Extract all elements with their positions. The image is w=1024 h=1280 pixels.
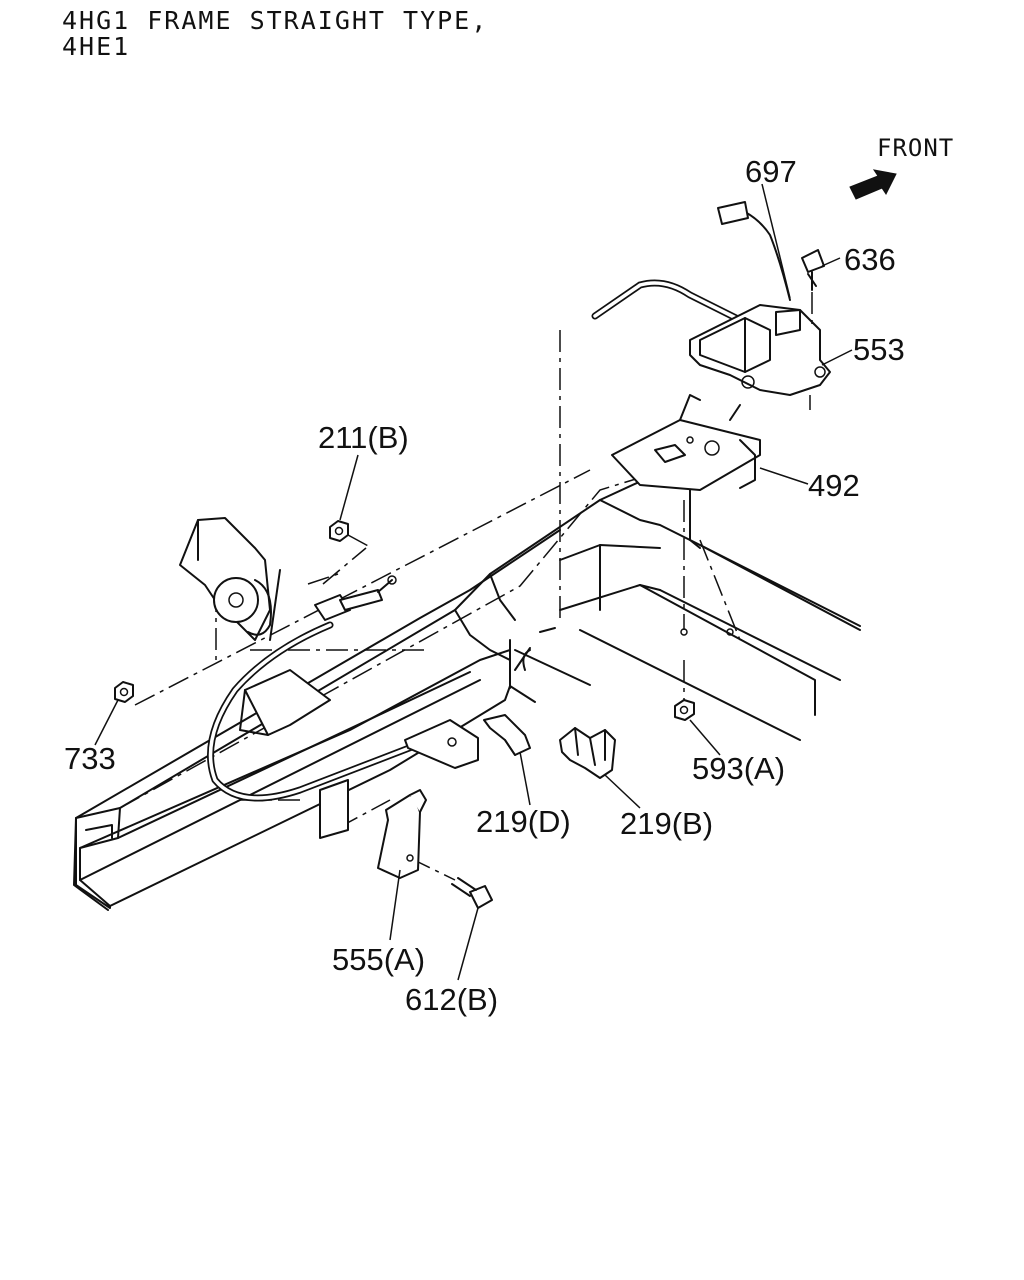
clip-219d: [483, 714, 531, 756]
callout-492: 492: [808, 468, 860, 503]
arrow-icon: [849, 169, 897, 200]
control-cable: [207, 575, 434, 802]
diagram-title-line1: 4HG1 FRAME STRAIGHT TYPE,: [62, 6, 489, 35]
assembly-guide-lines: [119, 330, 741, 881]
callout-593a: 593(A): [692, 751, 785, 786]
nut-211b: [307, 520, 373, 585]
upper-cable: [591, 279, 744, 324]
bracket-492: [611, 394, 811, 491]
callout-555a: 555(A): [332, 942, 425, 977]
callout-211b: 211(B): [318, 420, 409, 455]
bolt-612b: [451, 877, 493, 909]
callout-636: 636: [844, 242, 896, 277]
clip-219b: [559, 727, 616, 779]
cross-member: [404, 719, 479, 769]
actuator-553: [689, 201, 831, 396]
callout-697: 697: [745, 154, 797, 189]
mount-bracket: [179, 517, 331, 736]
nut-733: [114, 681, 134, 703]
callout-612b: 612(B): [405, 982, 498, 1017]
callout-219b: 219(B): [620, 806, 713, 841]
callout-733: 733: [64, 741, 116, 776]
bolt-636: [801, 249, 825, 330]
bracket-555a: [319, 779, 427, 879]
callout-553: 553: [853, 332, 905, 367]
callout-219d: 219(D): [476, 804, 571, 839]
nut-593a: [674, 699, 695, 721]
front-label: FRONT: [877, 134, 954, 162]
leader-lines: [94, 183, 853, 981]
diagram-title-line2: 4HE1: [62, 32, 131, 61]
